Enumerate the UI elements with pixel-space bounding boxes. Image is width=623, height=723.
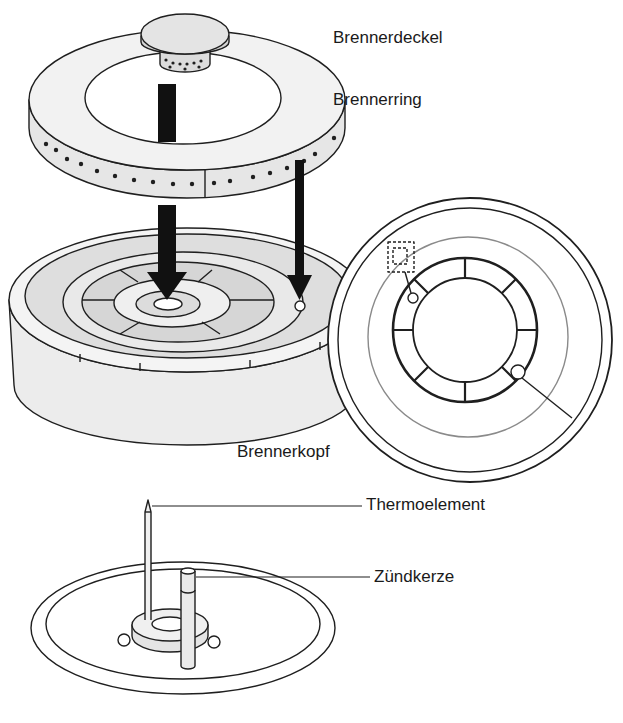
- part-label: Brennerkopf: [237, 442, 330, 462]
- burner-head-rim: [9, 228, 365, 372]
- leader-line: [152, 505, 362, 506]
- top-view-inner-ring: [393, 258, 537, 402]
- base-boss-top: [132, 609, 208, 641]
- burner-head-nozzle: [154, 298, 182, 310]
- part-label: Brennerdeckel: [333, 28, 443, 48]
- part-label: Brennerring: [333, 90, 422, 110]
- top-view-sensor-hole: [408, 293, 418, 303]
- spark-plug: [181, 571, 195, 669]
- base-plate-inner: [46, 569, 320, 679]
- assembly-arrows: [147, 160, 312, 300]
- burner-head-channel: [63, 252, 303, 352]
- burner-base: [31, 500, 335, 694]
- burner-head-inner: [82, 262, 274, 342]
- burner-head-top-view: [328, 198, 612, 482]
- burner-head-notches: [80, 342, 320, 371]
- top-view-channel: [368, 237, 568, 437]
- top-view-wire: [522, 378, 572, 418]
- spark-plug-top: [181, 568, 195, 574]
- burner-cap-ports: [164, 58, 202, 70]
- spark-plug-collar: [181, 590, 195, 593]
- thermocouple: [145, 500, 151, 620]
- base-plate-outer: [31, 562, 335, 694]
- top-view-outer: [328, 198, 612, 482]
- burner-cap: [141, 14, 229, 72]
- burner-head-spokes: [82, 270, 274, 334]
- top-view-marker-line: [405, 272, 411, 293]
- burner-cap-top: [141, 14, 229, 54]
- top-view-spokes: [393, 258, 537, 402]
- assembly-arrow-shaft: [158, 84, 176, 142]
- part-label: Thermoelement: [366, 495, 485, 515]
- burner-head: [9, 228, 365, 445]
- base-screw: [118, 634, 130, 646]
- top-view-dashed-inner: [393, 248, 407, 264]
- top-view-plug-hole: [511, 365, 525, 379]
- top-view-rim: [338, 208, 602, 472]
- burner-head-pin-hole: [295, 301, 305, 311]
- top-view-dashed-mark: [388, 242, 414, 272]
- base-screw: [208, 636, 220, 648]
- part-label: Zündkerze: [374, 567, 454, 587]
- thermocouple-tip-line: [145, 511, 151, 512]
- top-view-center: [413, 278, 517, 382]
- burner-ring-slit: [204, 170, 205, 198]
- leader-line: [196, 576, 370, 577]
- burner-ring-ports: [44, 136, 336, 186]
